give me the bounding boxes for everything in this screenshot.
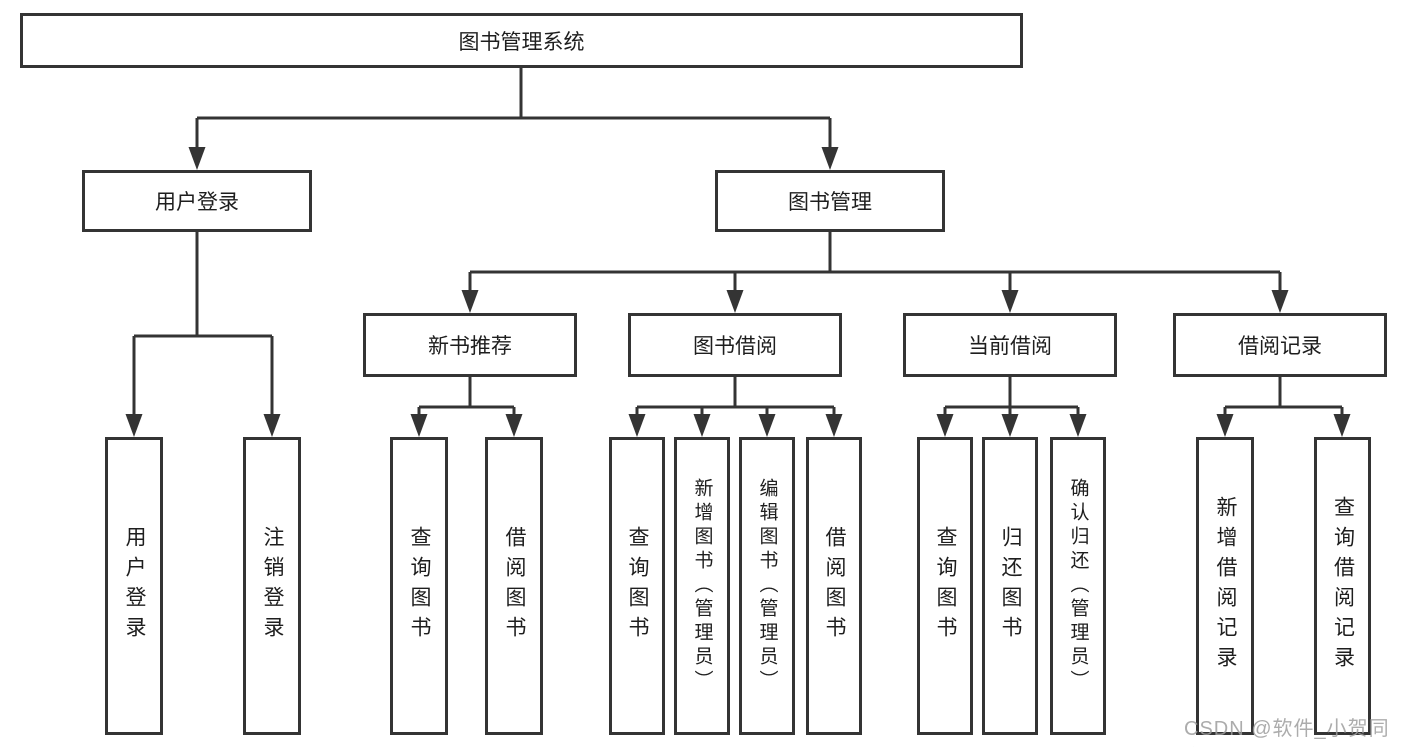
leaf-borrow-books-borrowing: 借阅图书 <box>806 437 862 735</box>
node-book-management: 图书管理 <box>715 170 945 232</box>
leaf-return-books: 归还图书 <box>982 437 1038 735</box>
node-book-borrowing: 图书借阅 <box>628 313 842 377</box>
leaf-query-borrow-record: 查询借阅记录 <box>1314 437 1371 735</box>
leaf-borrow-books-recommend: 借阅图书 <box>485 437 543 735</box>
leaf-add-borrow-record: 新增借阅记录 <box>1196 437 1254 735</box>
leaf-edit-book-admin: 编辑图书（管理员） <box>739 437 795 735</box>
leaf-query-books-current: 查询图书 <box>917 437 973 735</box>
csdn-watermark: CSDN @软件_小贺同学 <box>1184 718 1390 740</box>
node-root: 图书管理系统 <box>20 13 1023 68</box>
leaf-logout: 注销登录 <box>243 437 301 735</box>
leaf-add-book-admin: 新增图书（管理员） <box>674 437 730 735</box>
leaf-confirm-return-admin: 确认归还（管理员） <box>1050 437 1106 735</box>
leaf-query-books-recommend: 查询图书 <box>390 437 448 735</box>
node-new-book-recommendation: 新书推荐 <box>363 313 577 377</box>
node-user-login: 用户登录 <box>82 170 312 232</box>
arrowheads <box>125 147 1351 437</box>
leaf-query-books-borrowing: 查询图书 <box>609 437 665 735</box>
node-current-borrowing: 当前借阅 <box>903 313 1117 377</box>
leaf-user-login: 用户登录 <box>105 437 163 735</box>
node-borrowing-records: 借阅记录 <box>1173 313 1387 377</box>
